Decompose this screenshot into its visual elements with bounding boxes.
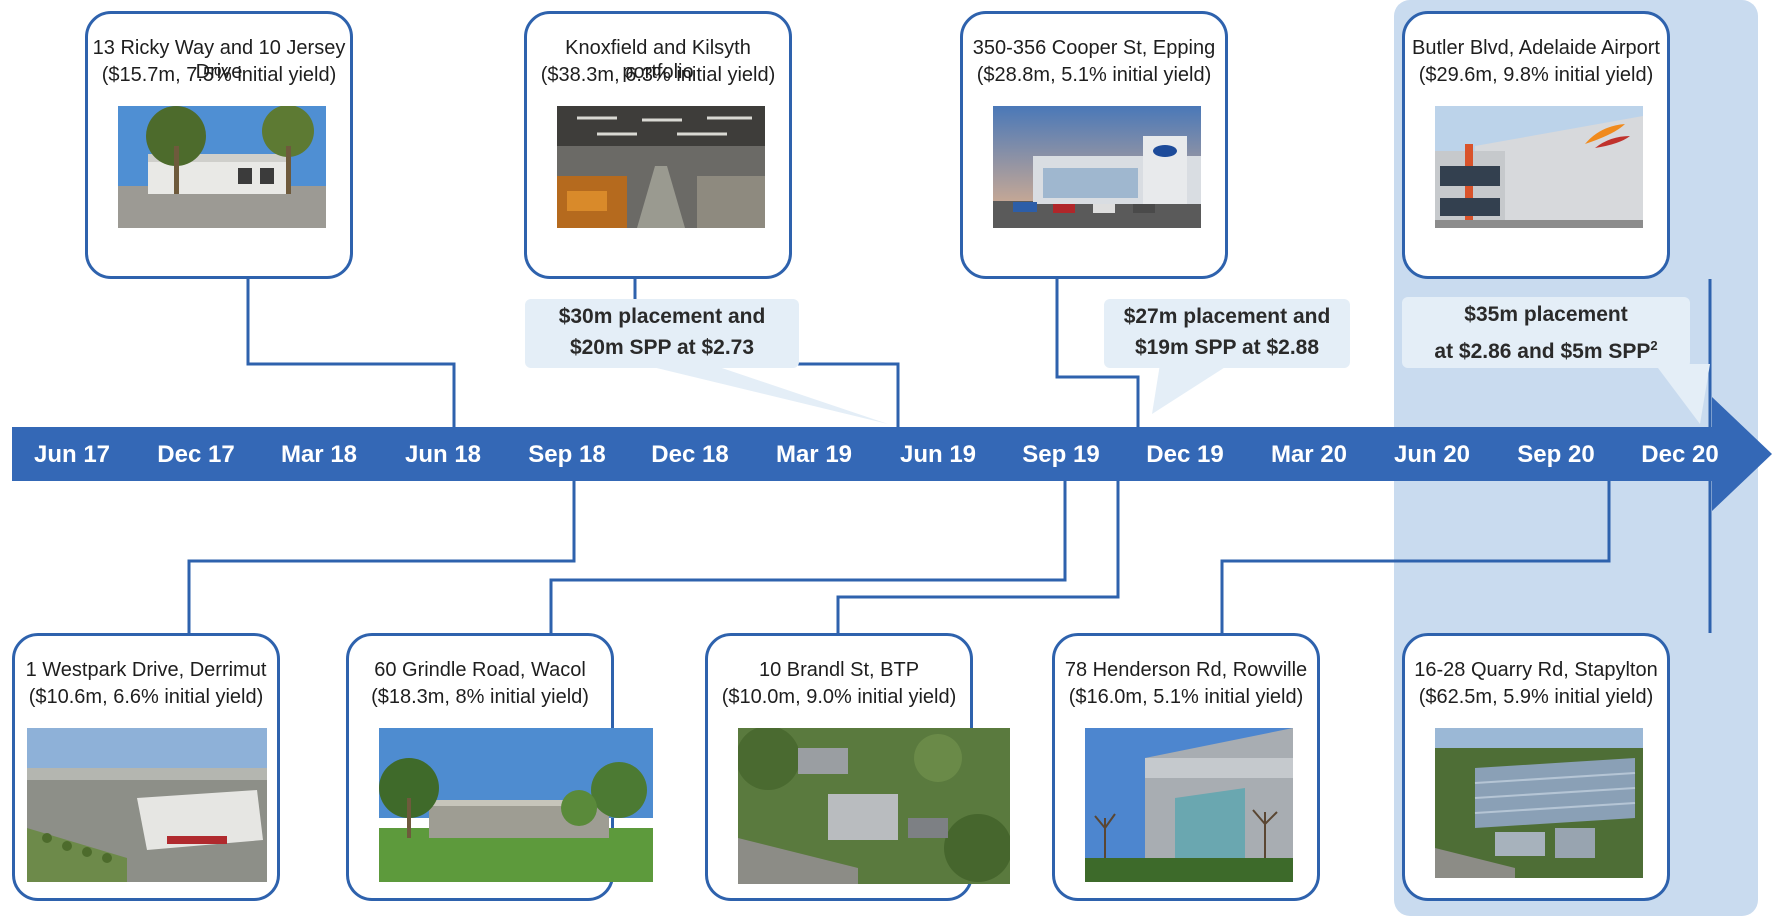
card-details: ($10.6m, 6.6% initial yield) bbox=[28, 686, 264, 708]
timeline-tick: Jun 19 bbox=[899, 441, 977, 468]
timeline-tick: Sep 19 bbox=[1022, 441, 1100, 468]
callout-line-1: $27m placement and bbox=[1123, 305, 1331, 328]
connector-grindle bbox=[549, 481, 1067, 633]
connector-westpark bbox=[187, 481, 576, 633]
property-photo bbox=[27, 728, 267, 882]
card-title: 78 Henderson Rd, Rowville bbox=[1064, 659, 1308, 681]
timeline-bar bbox=[12, 427, 1712, 481]
property-photo bbox=[993, 106, 1201, 228]
card-details: ($18.3m, 8% initial yield) bbox=[371, 686, 589, 708]
card-title: Knoxfield and Kilsyth portfolio bbox=[565, 37, 751, 83]
timeline-tick: Dec 19 bbox=[1146, 441, 1224, 468]
acquisition-card-ricky-way: 13 Ricky Way and 10 Jersey Drive ($15.7m… bbox=[85, 11, 353, 279]
card-title: Butler Blvd, Adelaide Airport bbox=[1412, 37, 1660, 59]
card-title: 16-28 Quarry Rd, Stapylton bbox=[1414, 659, 1658, 681]
property-photo bbox=[738, 728, 1010, 884]
connector-ricky-way bbox=[246, 279, 456, 427]
card-title: 1 Westpark Drive, Derrimut bbox=[25, 659, 267, 681]
property-photo bbox=[1435, 106, 1643, 228]
capital-raising-callout-3: $35m placement at $2.86 and $5m SPP2 bbox=[1402, 297, 1690, 368]
card-title: 350-356 Cooper St, Epping bbox=[972, 37, 1216, 59]
card-title: 13 Ricky Way and 10 Jersey Drive bbox=[92, 37, 346, 83]
card-details: ($29.6m, 9.8% initial yield) bbox=[1418, 64, 1654, 86]
timeline-tick: Dec 18 bbox=[651, 441, 729, 468]
footnote-marker: 2 bbox=[1650, 338, 1658, 353]
property-photo bbox=[557, 106, 765, 228]
timeline-tick: Jun 18 bbox=[404, 441, 482, 468]
connector-brandl bbox=[836, 481, 1120, 633]
callout-line-2: $19m SPP at $2.88 bbox=[1134, 336, 1320, 359]
acquisition-card-grindle: 60 Grindle Road, Wacol ($18.3m, 8% initi… bbox=[346, 633, 653, 901]
card-title: 10 Brandl St, BTP bbox=[758, 659, 920, 681]
card-details: ($62.5m, 5.9% initial yield) bbox=[1418, 686, 1654, 708]
card-details: ($16.0m, 5.1% initial yield) bbox=[1068, 686, 1304, 708]
timeline-tick: Mar 20 bbox=[1270, 441, 1348, 468]
property-photo bbox=[1085, 728, 1293, 882]
card-details: ($38.3m, 6.3% initial yield) bbox=[540, 64, 776, 86]
property-photo bbox=[379, 728, 653, 882]
acquisition-card-henderson: 78 Henderson Rd, Rowville ($16.0m, 5.1% … bbox=[1052, 633, 1320, 901]
timeline-tick: Sep 20 bbox=[1517, 441, 1595, 468]
callout-pointer-2 bbox=[1152, 364, 1230, 414]
callout-line-1: $30m placement and bbox=[558, 305, 766, 328]
timeline-arrow-head bbox=[1712, 397, 1772, 511]
capital-raising-callout-2: $27m placement and $19m SPP at $2.88 bbox=[1104, 299, 1350, 368]
callout-pointer-1 bbox=[640, 364, 888, 424]
acquisition-card-brandl: 10 Brandl St, BTP ($10.0m, 9.0% initial … bbox=[705, 633, 1010, 901]
callout-line-2: at $2.86 and $5m SPP2 bbox=[1402, 330, 1690, 367]
card-title: 60 Grindle Road, Wacol bbox=[374, 659, 586, 681]
acquisition-card-knoxfield: Knoxfield and Kilsyth portfolio ($38.3m,… bbox=[524, 11, 792, 279]
card-details: ($15.7m, 7.5% initial yield) bbox=[101, 64, 337, 86]
callout-line-2: $20m SPP at $2.73 bbox=[569, 336, 755, 359]
connector-henderson bbox=[1220, 481, 1611, 633]
timeline-tick: Jun 17 bbox=[33, 441, 111, 468]
acquisition-card-westpark: 1 Westpark Drive, Derrimut ($10.6m, 6.6%… bbox=[12, 633, 280, 901]
timeline-tick: Mar 19 bbox=[775, 441, 853, 468]
callout-line-1: $35m placement bbox=[1464, 303, 1628, 326]
timeline-tick: Dec 20 bbox=[1641, 441, 1719, 468]
timeline-tick: Dec 17 bbox=[157, 441, 235, 468]
acquisition-card-quarry-rd: 16-28 Quarry Rd, Stapylton ($62.5m, 5.9%… bbox=[1402, 633, 1670, 901]
connector-cooper-st bbox=[1055, 279, 1140, 427]
callout-line-2-text: at $2.86 and $5m SPP bbox=[1434, 340, 1651, 363]
acquisition-card-cooper-st: 350-356 Cooper St, Epping ($28.8m, 5.1% … bbox=[960, 11, 1228, 279]
property-photo bbox=[118, 106, 326, 228]
capital-raising-callout-1: $30m placement and $20m SPP at $2.73 bbox=[525, 299, 799, 368]
card-details: ($10.0m, 9.0% initial yield) bbox=[721, 686, 957, 708]
property-photo bbox=[1435, 728, 1643, 878]
card-details: ($28.8m, 5.1% initial yield) bbox=[976, 64, 1212, 86]
callout-pointer-3 bbox=[1655, 364, 1710, 424]
timeline-tick: Mar 18 bbox=[280, 441, 358, 468]
timeline-tick: Sep 18 bbox=[528, 441, 606, 468]
timeline-tick: Jun 20 bbox=[1393, 441, 1471, 468]
acquisition-card-butler-blvd: Butler Blvd, Adelaide Airport ($29.6m, 9… bbox=[1402, 11, 1670, 279]
